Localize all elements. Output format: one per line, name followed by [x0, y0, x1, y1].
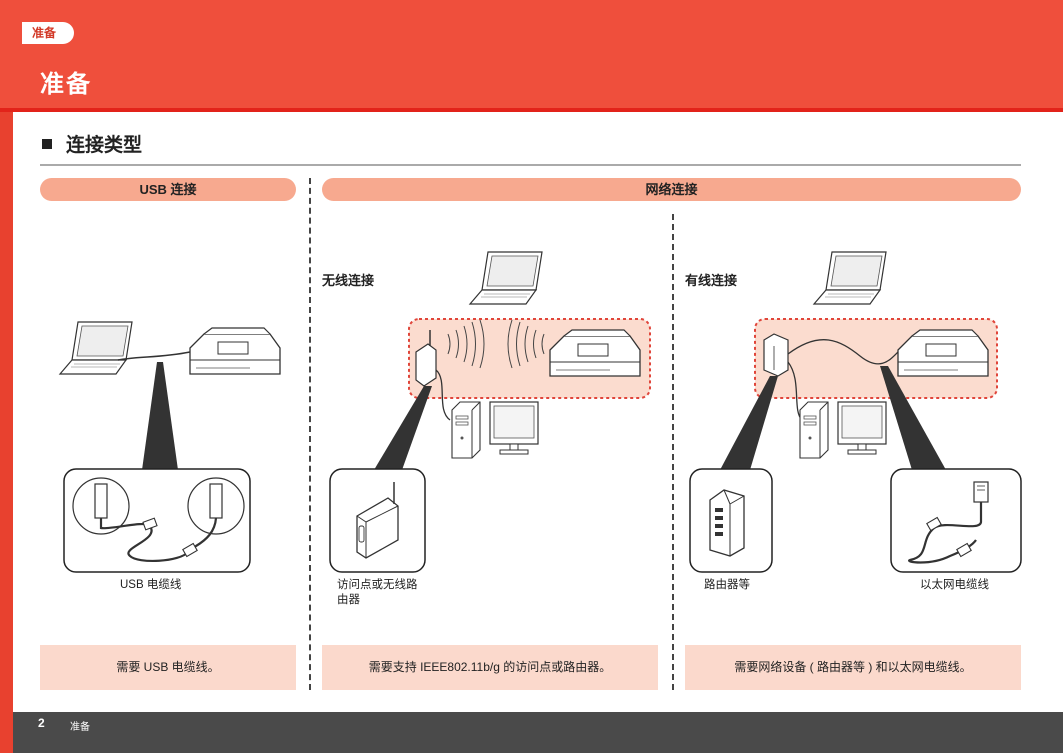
footer-chapter-label: 准备 [70, 722, 90, 733]
access-point-caption-line2: 由器 [337, 594, 360, 606]
ethernet-callout-pointer [880, 366, 946, 470]
usb-cable-icon [72, 477, 245, 563]
section-title: 连接类型 [66, 135, 143, 156]
network-connection-bar: 网络连接 [322, 178, 1021, 201]
header-band [0, 0, 1063, 112]
monitor-icon [837, 401, 887, 455]
access-point-icon [356, 482, 399, 559]
access-point-caption-line1: 访问点或无线路 [337, 579, 418, 591]
left-edge-strip [0, 112, 13, 712]
desktop-pc-icon [799, 401, 829, 459]
wireless-title: 无线连接 [322, 273, 375, 288]
ethernet-cable-caption: 以太网电缆线 [920, 579, 989, 591]
chapter-tab: 准备 [22, 22, 74, 44]
footer-edge-strip [0, 712, 13, 753]
printer-icon [549, 329, 641, 377]
monitor-icon [489, 401, 539, 455]
section-bullet [42, 139, 52, 149]
wireless-requirement-note: 需要支持 IEEE802.11b/g 的访问点或路由器。 [322, 645, 658, 690]
router-callout-pointer [720, 376, 778, 470]
wireless-callout-pointer [374, 386, 432, 470]
printer-icon [189, 327, 281, 375]
router-icon [709, 489, 745, 557]
printer-icon [897, 329, 989, 377]
header-rule [0, 108, 1063, 112]
usb-callout-pointer [142, 362, 178, 470]
wired-requirement-note: 需要网络设备 ( 路由器等 ) 和以太网电缆线。 [685, 645, 1021, 690]
usb-connection-bar: USB 连接 [40, 178, 296, 201]
column-divider-left [309, 178, 311, 690]
column-divider-right [672, 214, 674, 690]
page-title: 准备 [40, 71, 92, 98]
wired-title: 有线连接 [685, 273, 738, 288]
laptop-icon [469, 251, 543, 305]
usb-cable-caption: USB 电缆线 [120, 579, 182, 591]
usb-requirement-note: 需要 USB 电缆线。 [40, 645, 296, 690]
access-point-icon [415, 330, 437, 387]
footer-band [0, 712, 1063, 753]
wireless-waves-icon [447, 319, 545, 369]
page-number: 2 [38, 716, 45, 730]
desktop-pc-icon [451, 401, 481, 459]
laptop-icon [59, 321, 133, 375]
router-icon [763, 333, 789, 377]
laptop-icon [813, 251, 887, 305]
section-divider [40, 164, 1021, 166]
router-caption: 路由器等 [704, 579, 750, 591]
ethernet-cable-icon [908, 481, 989, 564]
